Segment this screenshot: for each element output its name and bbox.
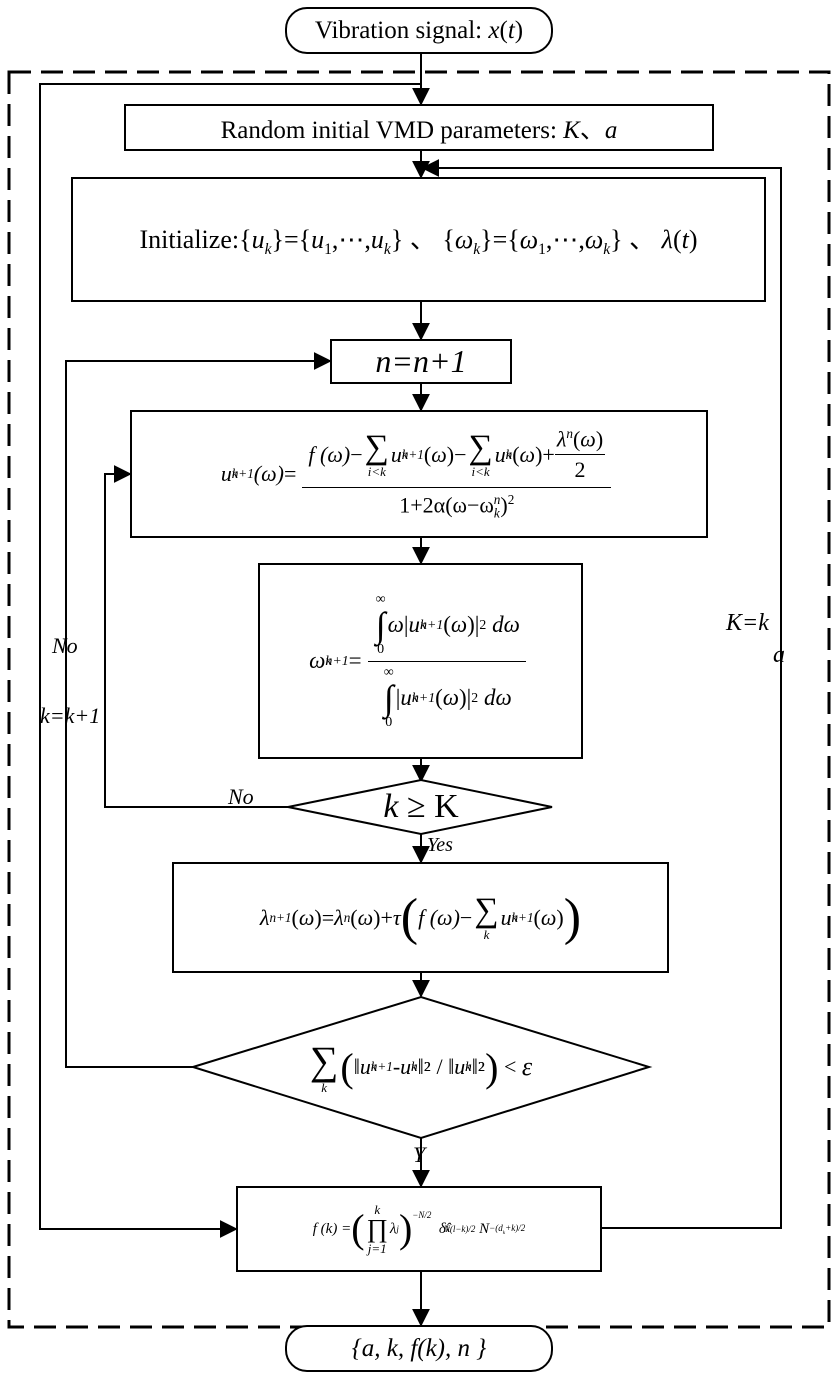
- label-no-outer: No: [52, 633, 78, 658]
- increment-n-label: n=n+1: [375, 343, 467, 379]
- loop-not-converged: [65, 352, 332, 1068]
- random-params-label: Random initial VMD parameters: K、a: [220, 116, 618, 144]
- label-no-inner: No: [228, 784, 254, 809]
- decision-k-text: k ≥ K: [383, 788, 459, 825]
- label-k-increment: k=k+1: [40, 703, 101, 728]
- start-terminal: Vibration signal: x(t): [285, 7, 553, 54]
- label-yes: Yes: [427, 834, 453, 856]
- initialize-formula: Initialize:{uk}={u1,⋯,uk} 、 {ωk}={ω1,⋯,ω…: [139, 225, 698, 259]
- loop-params-update: [421, 159, 782, 1229]
- output-terminal: {a, k, f(k), n }: [285, 1325, 553, 1372]
- label-a-assign: a: [773, 642, 785, 668]
- output-label: {a, k, f(k), n }: [351, 1334, 487, 1362]
- label-y: Y: [413, 1142, 426, 1167]
- increment-n-box: n=n+1: [330, 339, 512, 384]
- loop-k-increment: [104, 465, 290, 808]
- decision-converge-diamond: [189, 995, 653, 1140]
- initialize-box: Initialize:{uk}={u1,⋯,uk} 、 {ωk}={ω1,⋯,ω…: [71, 177, 766, 302]
- random-params-box: Random initial VMD parameters: K、a: [124, 104, 714, 151]
- start-label: Vibration signal: x(t): [314, 16, 524, 44]
- loop-fitness-feedback: [39, 83, 421, 1238]
- label-K-assign: K=k: [726, 610, 769, 636]
- decision-k-diamond: [287, 778, 553, 836]
